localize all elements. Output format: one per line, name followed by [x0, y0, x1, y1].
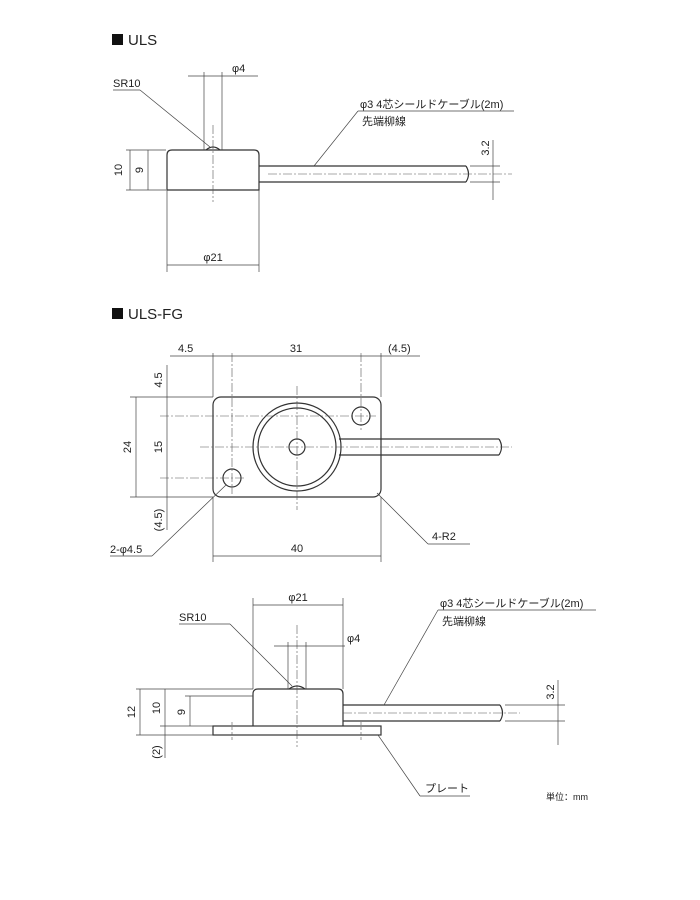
dim-3-2: 3.2 — [545, 684, 557, 699]
section-title-uls: ULS — [128, 32, 157, 49]
sensor-body-side — [252, 688, 344, 726]
dim-9: 9 — [176, 709, 188, 715]
section-uls-fg-side: φ21 φ4 SR10 φ3 4芯シールドケーブル(2m) 先端柳線 12 10… — [126, 592, 596, 802]
leader-line — [151, 484, 227, 557]
label-plate: プレート — [425, 782, 469, 795]
dim-24: 24 — [122, 441, 134, 453]
label-sr10: SR10 — [179, 612, 207, 624]
dim-15: 15 — [153, 441, 165, 453]
section-uls-fg: ULS-FG 4.5 31 (4.5) 4.5 — [110, 306, 512, 562]
dim-phi4: φ4 — [232, 63, 245, 75]
dim-10: 10 — [151, 702, 163, 714]
dim-10: 10 — [113, 164, 125, 176]
cable-label-1: φ3 4芯シールドケーブル(2m) — [440, 596, 583, 610]
sensor-body — [166, 149, 260, 191]
leader-line — [383, 609, 439, 706]
dim-phi21: φ21 — [203, 252, 222, 264]
label-sr10: SR10 — [113, 78, 141, 90]
dim-2: (2) — [151, 745, 163, 758]
dim-4-5-paren: (4.5) — [153, 509, 165, 532]
dim-4-5-vertical: 4.5 — [153, 372, 165, 387]
cable-end — [499, 704, 504, 722]
leader-line — [139, 89, 211, 148]
dim-4-5-right: (4.5) — [388, 343, 411, 355]
cable-label-2: 先端柳線 — [442, 614, 486, 628]
dim-9: 9 — [134, 167, 146, 173]
leader-line — [229, 623, 293, 687]
dim-4-5-left: 4.5 — [178, 343, 193, 355]
leader-line — [313, 110, 359, 167]
dim-31: 31 — [290, 343, 302, 355]
dim-phi4: φ4 — [347, 633, 360, 645]
leader-line — [377, 734, 421, 797]
section-uls: ULS φ4 SR10 φ3 4芯シールドケーブル(2m) 先端柳線 10 9 — [112, 32, 514, 272]
dim-phi21: φ21 — [288, 592, 307, 604]
section-marker — [112, 34, 123, 45]
label-holes: 2-φ4.5 — [110, 544, 142, 556]
section-marker — [112, 308, 123, 319]
cable-label-1: φ3 4芯シールドケーブル(2m) — [360, 97, 503, 111]
dim-12: 12 — [126, 706, 138, 718]
dim-40: 40 — [291, 543, 303, 555]
leader-line — [376, 492, 429, 545]
cable-label-2: 先端柳線 — [362, 114, 406, 128]
unit-label: 単位：mm — [546, 791, 588, 802]
label-radius: 4-R2 — [432, 531, 456, 543]
dim-3-2: 3.2 — [480, 140, 492, 155]
section-title-uls-fg: ULS-FG — [128, 306, 183, 323]
